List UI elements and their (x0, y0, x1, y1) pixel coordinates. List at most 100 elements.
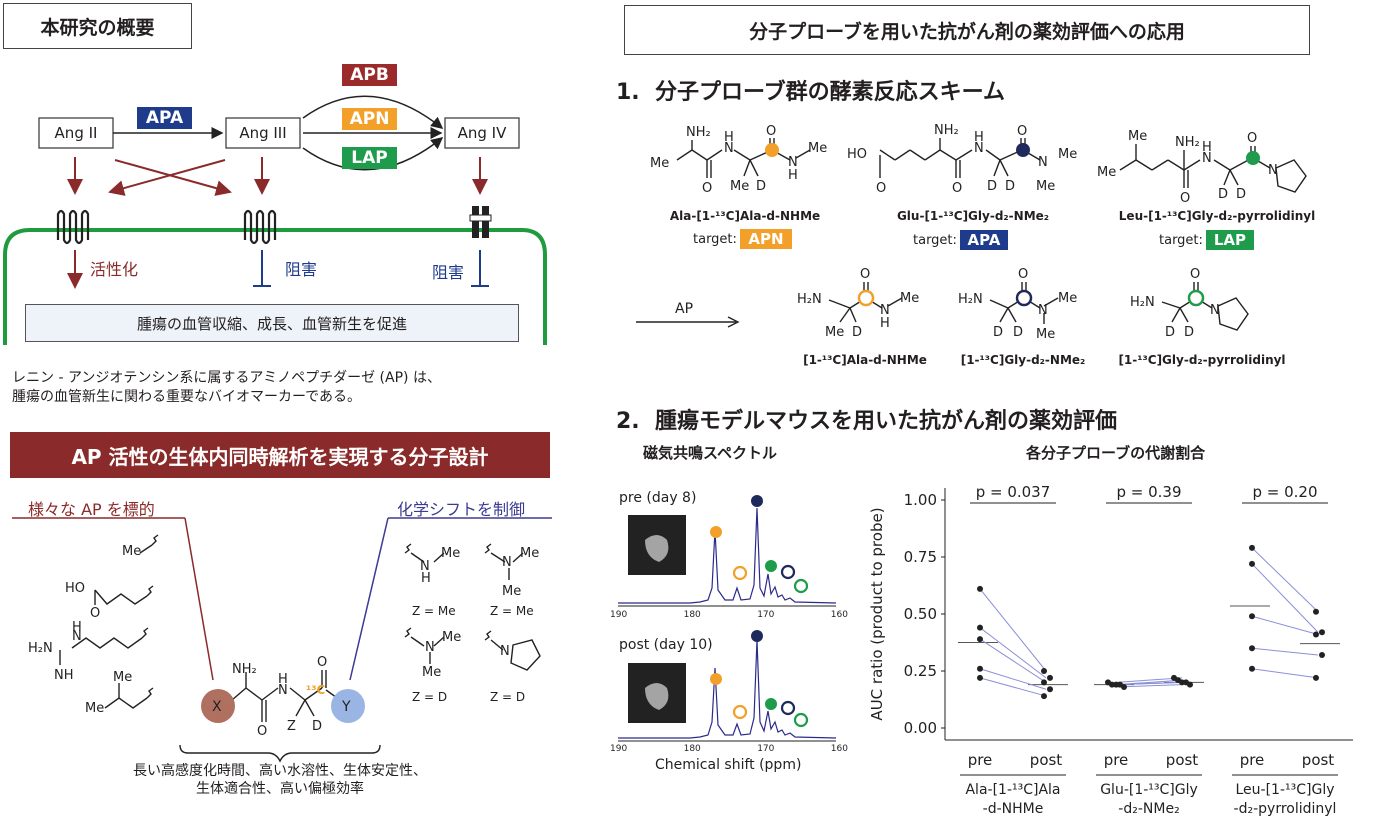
effect-box: 腫瘍の血管収縮、成長、血管新生を促進 (25, 304, 519, 342)
z-label-1: Z = Me (412, 604, 456, 618)
svg-text:O: O (766, 124, 776, 139)
svg-text:NH: NH (54, 668, 74, 683)
svg-text:D: D (993, 325, 1003, 340)
y-tick-label: 0.75 (904, 548, 937, 566)
apa-target-tag: APA (959, 230, 1008, 250)
svg-text:H: H (72, 620, 82, 635)
activation-label: 活性化 (90, 260, 139, 279)
svg-text:H: H (788, 168, 798, 183)
right-header-box: 分子プローブを用いた抗がん剤の薬効評価への応用 (624, 5, 1310, 55)
svg-text:O: O (702, 181, 712, 196)
svg-text:Me: Me (1036, 179, 1055, 194)
pre-point (1249, 645, 1255, 652)
svg-text:H: H (724, 130, 734, 145)
svg-text:N: N (1038, 303, 1048, 318)
ap-arrow-label: AP (675, 301, 694, 317)
svg-text:HO: HO (65, 581, 85, 596)
x-tick-label-post: post (1302, 751, 1335, 769)
nmr-tick: 160 (830, 610, 848, 620)
post-point (1187, 681, 1193, 688)
svg-text:H: H (974, 130, 984, 145)
product2-name: [1-¹³C]Gly-d₂-NMe₂ (960, 353, 1086, 367)
section2-title: 2. 腫瘍モデルマウスを用いた抗がん剤の薬効評価 (616, 409, 1117, 434)
probe1-name: Ala-[1-¹³C]Ala-d-NHMe (669, 209, 821, 223)
inhibition-label-2: 阻害 (432, 263, 465, 282)
svg-text:D: D (1005, 179, 1015, 194)
ang4-label: Ang IV (457, 124, 507, 142)
y-tick-label: 1.00 (904, 491, 937, 509)
group-name-line-1: Ala-[1-¹³C]Ala (965, 782, 1060, 798)
product3-name: [1-¹³C]Gly-d₂-pyrrolidinyl (1118, 353, 1286, 367)
pair-line (979, 627, 1047, 679)
svg-text:O: O (1247, 131, 1257, 146)
post-point (1041, 693, 1047, 700)
z-label-4: Z = D (490, 690, 526, 704)
pre-point (977, 636, 983, 643)
probe3-name: Leu-[1-¹³C]Gly-d₂-pyrrolidinyl (1118, 209, 1316, 223)
pair-line (979, 588, 1047, 672)
svg-text:Y: Y (341, 699, 351, 715)
svg-text:Me: Me (1036, 327, 1055, 342)
nmr-tick: 190 (610, 744, 628, 754)
nmr-title: 磁気共鳴スペクトル (643, 444, 777, 462)
pair-line (979, 677, 1047, 697)
svg-text:NH₂: NH₂ (934, 123, 959, 138)
svg-text:Me: Me (650, 156, 669, 171)
right-header: 分子プローブを用いた抗がん剤の薬効評価への応用 (749, 20, 1185, 43)
pre-point (977, 624, 983, 631)
nmr-tick: 160 (830, 744, 848, 754)
y-tick-label: 0.00 (904, 719, 937, 737)
svg-text:O: O (952, 181, 962, 196)
svg-text:H₂N: H₂N (1130, 295, 1155, 310)
svg-text:H: H (278, 672, 288, 687)
pair-line (1251, 647, 1319, 656)
pre-point (977, 665, 983, 672)
z-label-3: Z = D (412, 690, 448, 704)
svg-text:D: D (312, 719, 322, 734)
pair-line (1251, 547, 1319, 613)
y-tick-label: 0.25 (904, 662, 937, 680)
group-name-line-2: -d₂-NMe₂ (1118, 801, 1179, 817)
post-point (1313, 674, 1319, 681)
svg-text:Me: Me (730, 179, 749, 194)
ang2-label: Ang II (54, 124, 98, 142)
svg-text:H: H (421, 571, 431, 586)
post-point (1041, 668, 1047, 674)
probe1-target: target: APN (693, 229, 792, 249)
z-label-2: Z = Me (490, 604, 534, 618)
nmr-tick: 180 (683, 610, 701, 620)
ang3-label: Ang III (239, 124, 287, 142)
svg-text:O: O (1017, 124, 1027, 139)
svg-text:N: N (880, 303, 890, 318)
apb-tag: APB (342, 64, 397, 86)
svg-text:D: D (1218, 187, 1228, 202)
svg-text:Me: Me (825, 325, 844, 340)
svg-text:O: O (1180, 191, 1190, 206)
svg-text:NH₂: NH₂ (686, 125, 711, 140)
post-point (1319, 652, 1325, 659)
product2-label-ring (1015, 289, 1033, 307)
svg-text:Me: Me (520, 546, 539, 561)
svg-text:Me: Me (122, 544, 141, 559)
target-label: 様々な AP を標的 (28, 500, 155, 519)
svg-text:D: D (1184, 325, 1194, 340)
x-tick-label-post: post (1030, 751, 1063, 769)
svg-text:Me: Me (422, 665, 441, 680)
inhibition-label-1: 阻害 (285, 260, 318, 279)
svg-text:Me: Me (1128, 129, 1147, 144)
product1-name: [1-¹³C]Ala-d-NHMe (803, 353, 927, 367)
svg-text:N: N (788, 155, 798, 170)
apa-tag: APA (137, 107, 192, 129)
probe2-label-dot (1016, 143, 1030, 157)
y-tick-label: 0.50 (904, 605, 937, 623)
svg-text:NH₂: NH₂ (1175, 135, 1200, 150)
pre-point (977, 674, 983, 681)
group-name-line-1: Leu-[1-¹³C]Gly (1236, 782, 1335, 798)
features-line-2: 生体適合性、高い偏極効率 (196, 781, 364, 797)
description: レニン - アンジオテンシン系に属するアミノペプチダーゼ (AP) は、 腫瘍の… (12, 369, 441, 407)
x-tick-label-pre: pre (968, 751, 993, 769)
svg-text:N: N (72, 629, 82, 644)
product1-label-ring (857, 289, 875, 307)
